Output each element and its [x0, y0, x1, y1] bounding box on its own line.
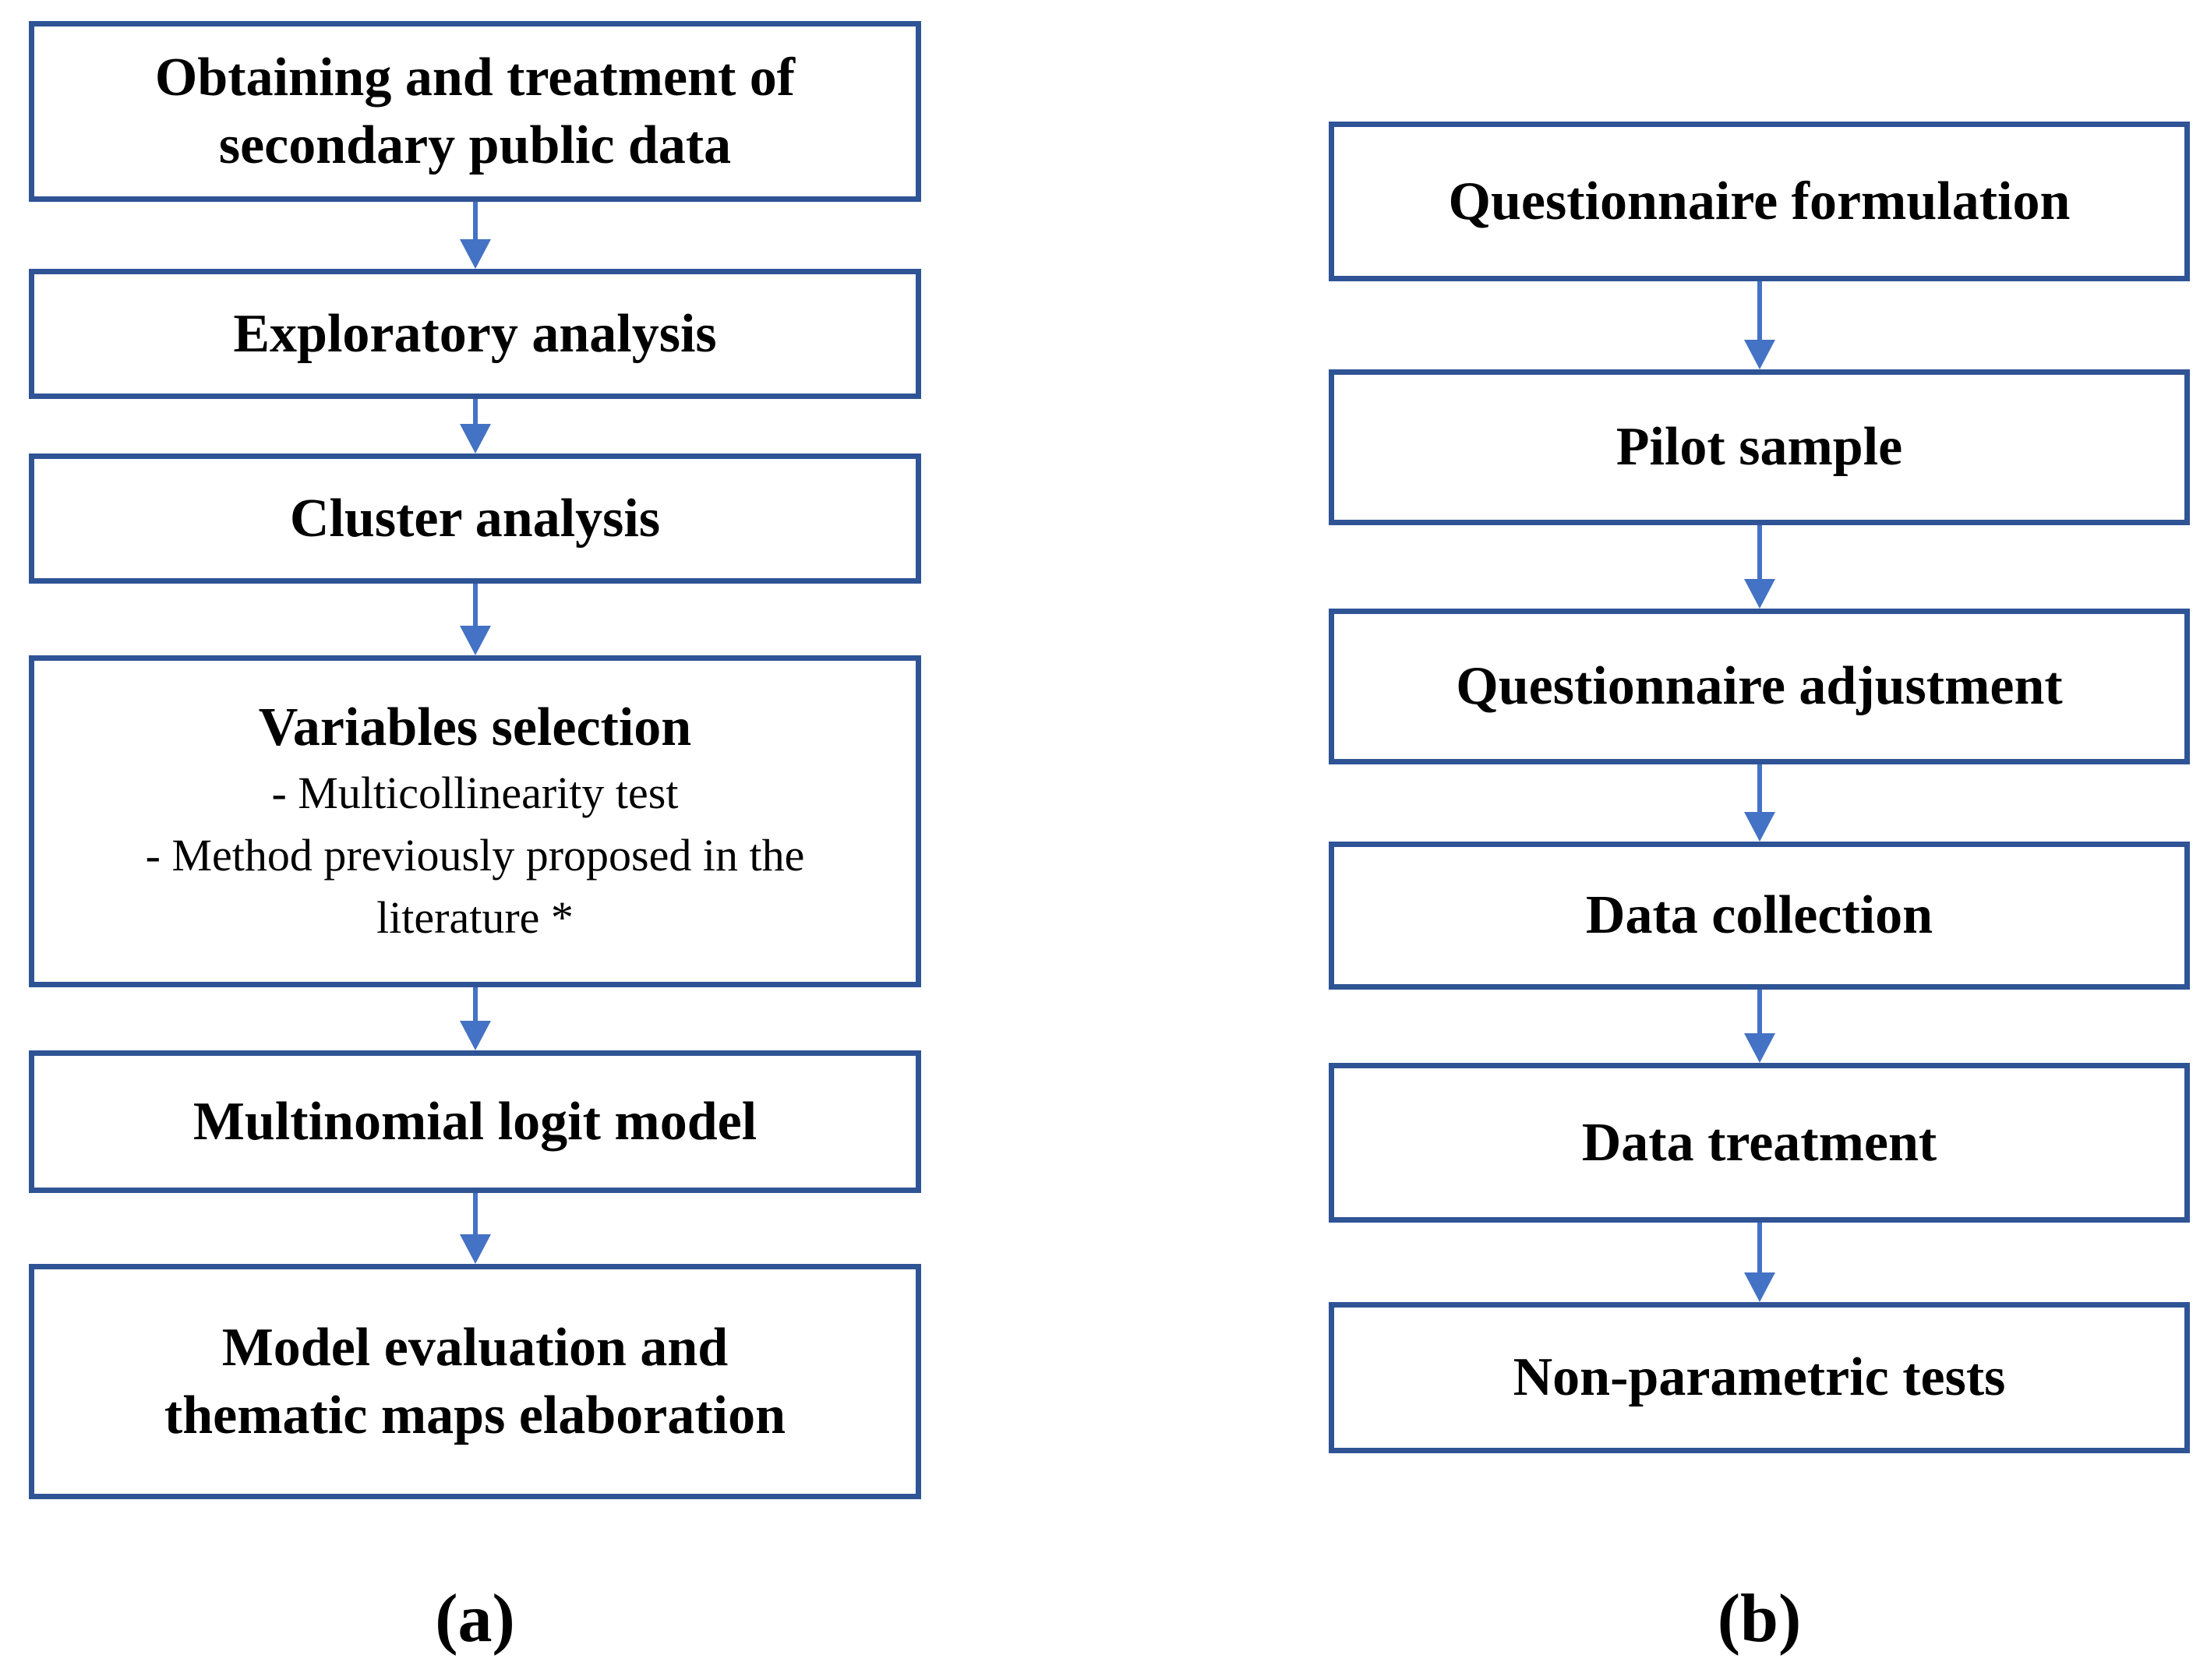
down-arrow [460, 584, 491, 655]
arrow-shaft [1757, 990, 1762, 1036]
down-arrow [460, 399, 491, 454]
flow-box-questionnaire-formulation: Questionnaire formulation [1329, 122, 2190, 281]
flow-box-title: Exploratory analysis [233, 303, 717, 364]
arrow-head-icon [1744, 340, 1775, 369]
down-arrow [1744, 1223, 1775, 1302]
arrow-shaft [1757, 525, 1762, 582]
arrow-head-icon [1744, 579, 1775, 609]
flow-box-title: Pilot sample [1616, 417, 1903, 478]
down-arrow [1744, 764, 1775, 842]
flow-box-cluster-analysis: Cluster analysis [29, 454, 921, 584]
flow-box-title: Variables selection [258, 697, 692, 758]
arrow-shaft [473, 399, 478, 427]
flow-box-variables-selection: Variables selection - Multicollinearity … [29, 655, 921, 987]
arrow-head-icon [1744, 1272, 1775, 1302]
flow-box-questionnaire-adjustment: Questionnaire adjustment [1329, 609, 2190, 764]
down-arrow [1744, 525, 1775, 609]
arrow-head-icon [460, 239, 491, 269]
down-arrow [460, 202, 491, 269]
arrow-shaft [473, 987, 478, 1024]
flow-box-title: Cluster analysis [289, 488, 661, 549]
flow-box-data-treatment: Data treatment [1329, 1063, 2190, 1223]
flow-box-title: Data treatment [1581, 1112, 1937, 1173]
arrow-shaft [473, 1193, 478, 1237]
arrow-head-icon [1744, 812, 1775, 842]
arrow-shaft [473, 202, 478, 242]
flow-box-multinomial-logit-model: Multinomial logit model [29, 1050, 921, 1193]
flow-box-model-evaluation: Model evaluation and thematic maps elabo… [29, 1264, 921, 1499]
flow-box-pilot-sample: Pilot sample [1329, 369, 2190, 525]
arrow-head-icon [460, 1234, 491, 1264]
flow-box-title: Data collection [1585, 885, 1933, 946]
flow-box-non-parametric-tests: Non-parametric tests [1329, 1302, 2190, 1453]
flow-box-title: Multinomial logit model [192, 1091, 757, 1152]
figure-label-a: (a) [435, 1581, 515, 1657]
flow-box-obtaining-data: Obtaining and treatment of secondary pub… [29, 21, 921, 202]
flow-box-data-collection: Data collection [1329, 842, 2190, 990]
flow-box-exploratory-analysis: Exploratory analysis [29, 269, 921, 399]
down-arrow [1744, 990, 1775, 1063]
arrow-head-icon [460, 626, 491, 655]
arrow-head-icon [1744, 1033, 1775, 1063]
arrow-shaft [1757, 281, 1762, 343]
flow-box-title: Model evaluation and thematic maps elabo… [164, 1317, 786, 1446]
flow-box-title: Questionnaire adjustment [1456, 656, 2063, 717]
figure-label-b: (b) [1717, 1581, 1802, 1657]
down-arrow [460, 1193, 491, 1264]
flow-box-item: - Method previously proposed in the lite… [145, 829, 805, 943]
arrow-shaft [1757, 764, 1762, 815]
arrow-shaft [1757, 1223, 1762, 1276]
arrow-head-icon [460, 424, 491, 454]
down-arrow [460, 987, 491, 1050]
down-arrow [1744, 281, 1775, 369]
arrow-shaft [473, 584, 478, 629]
flow-box-title: Questionnaire formulation [1448, 171, 2071, 231]
flow-box-item: - Multicollinearity test [271, 767, 679, 818]
flow-box-title: Non-parametric tests [1513, 1347, 2006, 1408]
flow-box-title: Obtaining and treatment of secondary pub… [154, 47, 796, 176]
arrow-head-icon [460, 1021, 491, 1050]
